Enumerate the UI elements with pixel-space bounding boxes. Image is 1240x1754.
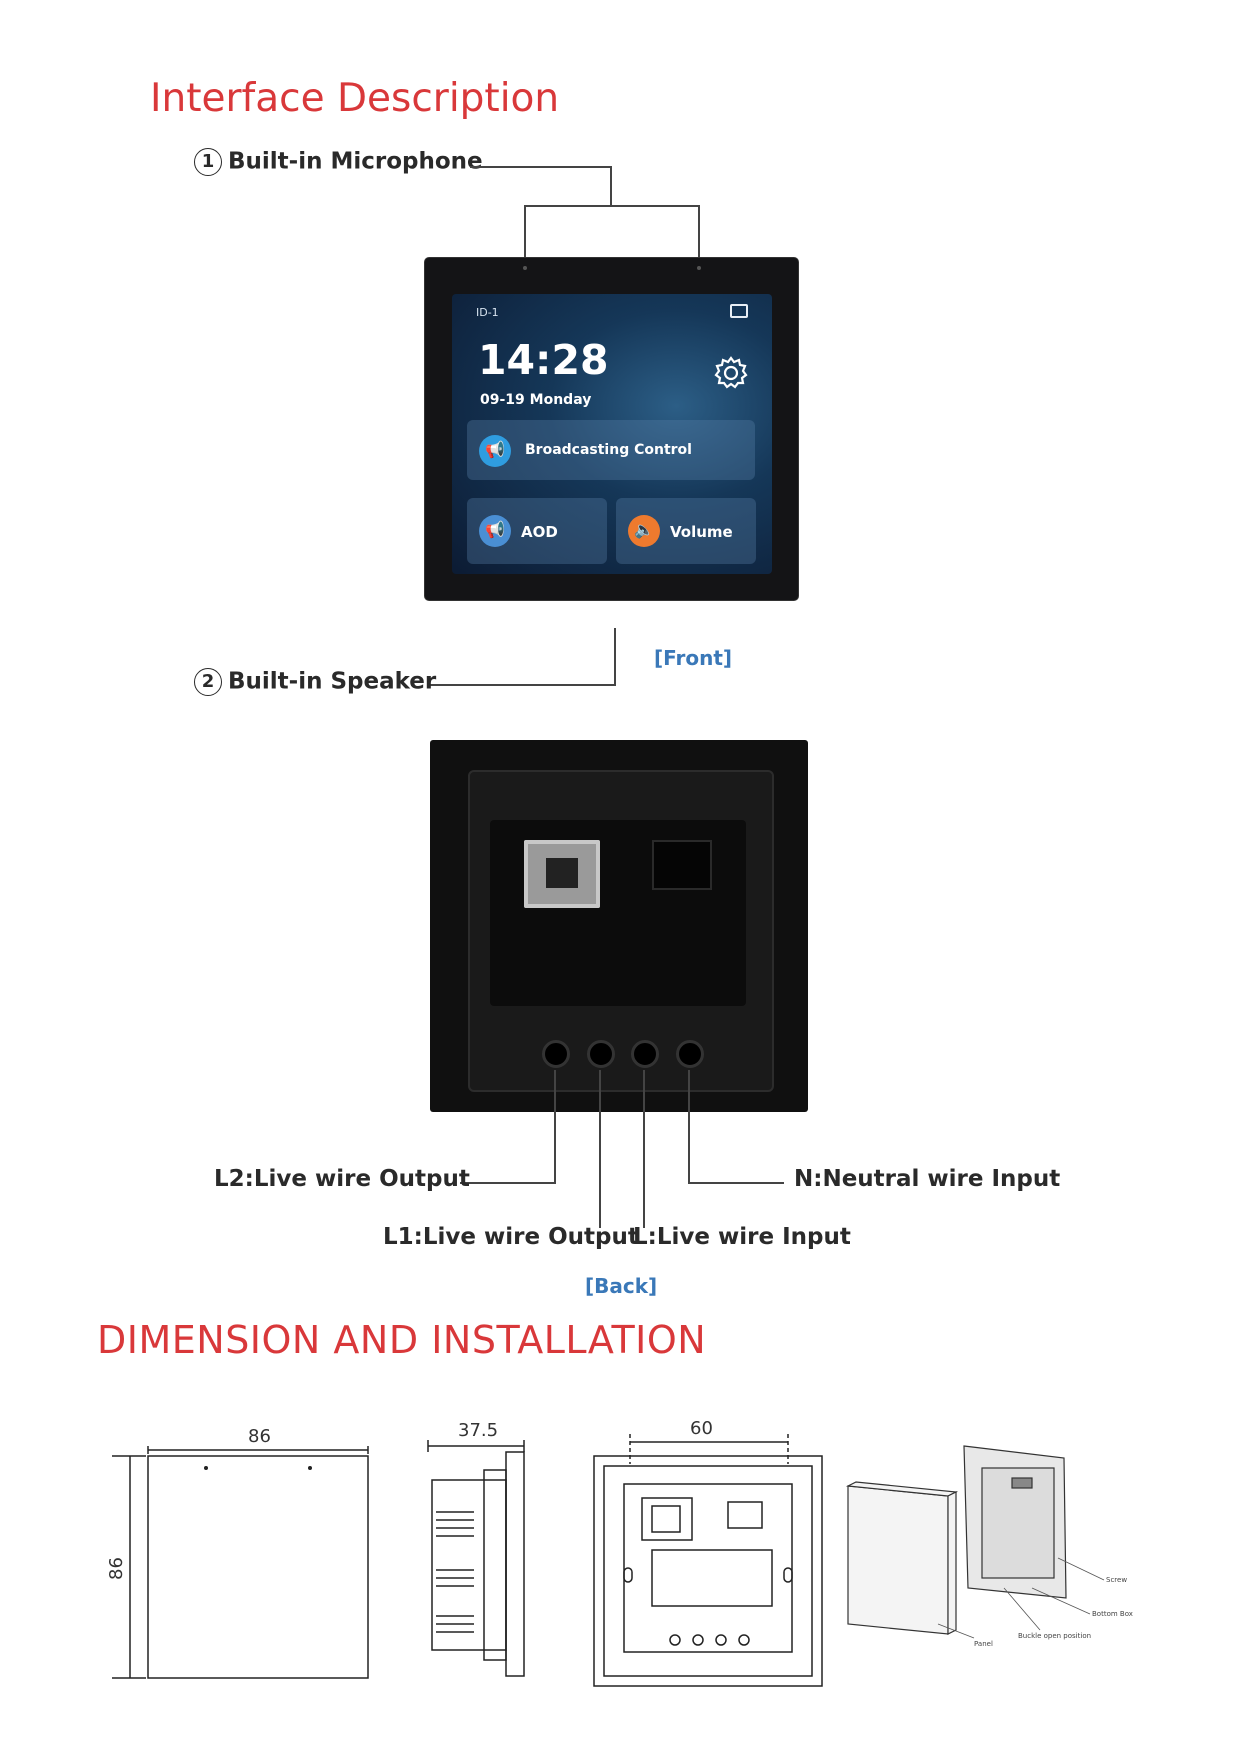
back-view-drawing: 60 [593, 1418, 823, 1687]
back-caption: [Back] [585, 1274, 658, 1298]
aod-tile[interactable]: 📢 AOD [467, 498, 607, 564]
installation-drawing: Screw Bottom Box Buckle open position Pa… [845, 1445, 1133, 1648]
wire-terminal-n[interactable] [676, 1040, 704, 1068]
wire-terminal-l[interactable] [631, 1040, 659, 1068]
height-dimension: 86 [106, 1557, 127, 1580]
touch-screen[interactable]: ID-1 14:28 09-19 Monday 📢 Broadcasting C… [452, 294, 772, 574]
microphone-label-text: Built-in Microphone [228, 148, 483, 175]
clock-time: 14:28 [478, 336, 609, 384]
back-panel [430, 740, 808, 1112]
wire-terminal-l2[interactable] [542, 1040, 570, 1068]
number-badge-2: 2 [194, 668, 222, 696]
ethernet-port[interactable] [524, 840, 600, 908]
broadcast-control-tile[interactable]: 📢 Broadcasting Control [467, 420, 755, 480]
section-title-interface: Interface Description [150, 76, 560, 121]
number-badge-1: 1 [194, 148, 222, 176]
megaphone-icon: 📢 [479, 435, 511, 467]
l-label: L:Live wire Input [633, 1224, 851, 1250]
volume-tile[interactable]: 🔈 Volume [616, 498, 756, 564]
terminal-connector[interactable] [652, 840, 712, 890]
gear-icon[interactable] [714, 356, 748, 390]
aod-label: AOD [521, 523, 558, 541]
volume-label: Volume [670, 523, 733, 541]
width-dimension: 86 [248, 1426, 271, 1447]
mic-hole-right [697, 266, 701, 270]
l1-label: L1:Live wire Output [383, 1224, 639, 1250]
front-panel: ID-1 14:28 09-19 Monday 📢 Broadcasting C… [425, 258, 798, 600]
mic-hole-left [204, 1466, 208, 1470]
side-view-drawing: 37.5 [427, 1420, 525, 1677]
screw-label: Screw [1106, 1576, 1127, 1584]
buckle-label: Buckle open position [1018, 1632, 1091, 1640]
panel-label: Panel [974, 1640, 993, 1648]
wire-terminal-l1[interactable] [587, 1040, 615, 1068]
speaker-label-text: Built-in Speaker [228, 668, 437, 695]
device-id: ID-1 [476, 306, 499, 319]
section-title-dimension: DIMENSION AND INSTALLATION [97, 1318, 707, 1362]
speaker-icon: 🔈 [628, 515, 660, 547]
front-caption: [Front] [654, 646, 733, 670]
megaphone-icon: 📢 [479, 515, 511, 547]
front-view-drawing: 86 86 [106, 1426, 369, 1679]
mic-hole-right [308, 1466, 312, 1470]
depth-dimension: 37.5 [458, 1420, 498, 1441]
broadcast-control-label: Broadcasting Control [525, 442, 692, 458]
l2-label: L2:Live wire Output [214, 1166, 470, 1192]
mount-dimension: 60 [690, 1418, 713, 1439]
bottom-box-label: Bottom Box [1092, 1610, 1133, 1618]
mic-hole-left [523, 266, 527, 270]
n-label: N:Neutral wire Input [794, 1166, 1061, 1192]
clock-date: 09-19 Monday [480, 392, 592, 408]
cast-icon[interactable] [730, 304, 748, 318]
